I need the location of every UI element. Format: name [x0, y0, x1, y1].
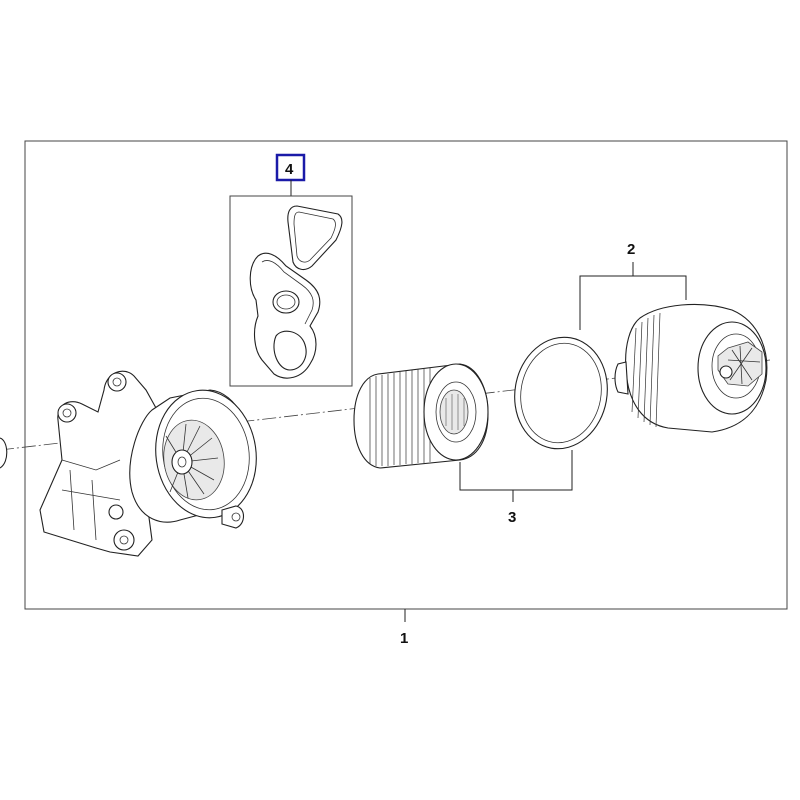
- callout-4-label[interactable]: 4: [285, 161, 294, 178]
- filter-housing[interactable]: [39, 370, 264, 557]
- mounting-boss-left-hole: [62, 408, 72, 418]
- o-ring-inner: [520, 342, 602, 444]
- assembly-frame: [24, 140, 788, 610]
- gasket-set[interactable]: 4: [229, 153, 353, 387]
- housing-center-stem-hole: [177, 456, 187, 468]
- mounting-boss-left: [57, 403, 77, 423]
- cutoff-connector: [0, 437, 8, 469]
- filter-core-lines: [445, 394, 465, 430]
- filter-element-end-ring: [435, 381, 477, 443]
- mounting-boss-top: [107, 372, 127, 392]
- mounting-boss-top-hole: [112, 377, 122, 387]
- filter-pleats: [369, 368, 431, 466]
- cover-hex-lines: [727, 345, 761, 385]
- filter-element-core: [439, 389, 469, 435]
- triangular-gasket-inner: [293, 211, 336, 263]
- flange-lower-hole: [273, 330, 307, 371]
- mounting-boss-mid: [108, 504, 124, 520]
- flange-upper-hole-inner: [276, 294, 296, 310]
- housing-cup-rim-inner: [162, 397, 250, 511]
- callout-2-label[interactable]: 2: [627, 241, 635, 258]
- cover-rear-spigot: [614, 361, 629, 395]
- filter-cover[interactable]: 2: [579, 241, 768, 433]
- housing-cup-lug-hole: [231, 512, 241, 522]
- filter-element-kit[interactable]: 3: [353, 330, 616, 526]
- housing-cup-lug: [221, 505, 245, 529]
- flange-gasket-inner: [261, 260, 314, 325]
- cover-knurl: [631, 312, 661, 428]
- mounting-boss-bottom-hole: [119, 535, 129, 545]
- housing-rib: [61, 459, 121, 541]
- o-ring[interactable]: [506, 330, 616, 456]
- triangular-gasket[interactable]: [287, 205, 343, 271]
- callout-1-label[interactable]: 1: [400, 630, 408, 647]
- callout-3-bracket: [459, 450, 573, 502]
- mounting-boss-bottom: [113, 529, 135, 551]
- flange-upper-hole: [272, 290, 300, 314]
- callout-3-label[interactable]: 3: [508, 509, 516, 526]
- callout-2-bracket: [579, 262, 687, 330]
- housing-center-stem: [171, 449, 193, 475]
- cover-center-hub: [719, 365, 733, 379]
- gasket-set-box: [229, 195, 353, 387]
